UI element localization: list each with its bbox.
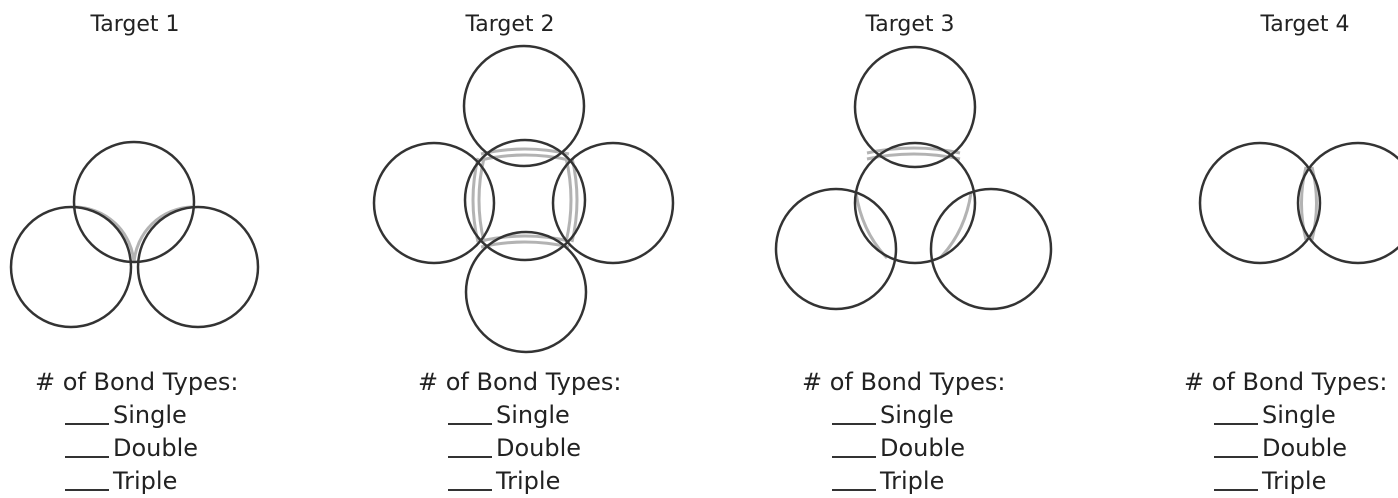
target-3-panel: Target 3 # of Bond Types: Single Double … xyxy=(760,0,1070,498)
answer-blank[interactable] xyxy=(832,489,876,491)
target-4-title: Target 4 xyxy=(1260,12,1350,37)
answer-blank[interactable] xyxy=(448,489,492,491)
bond-arc xyxy=(866,146,961,155)
double-row[interactable]: Double xyxy=(1184,432,1387,465)
atom-circle-center xyxy=(463,138,587,262)
answer-blank[interactable] xyxy=(65,423,109,425)
single-row[interactable]: Single xyxy=(418,399,621,432)
bond-type-label: Single xyxy=(1262,401,1336,429)
bond-types-label: # of Bond Types: xyxy=(35,368,239,396)
answer-blank[interactable] xyxy=(65,489,109,491)
bond-type-label: Triple xyxy=(1262,467,1327,495)
atom-circle-right xyxy=(551,141,675,265)
target-3-diagram xyxy=(774,45,1053,311)
bond-type-label: Triple xyxy=(113,467,178,495)
bond-type-label: Triple xyxy=(880,467,945,495)
double-row[interactable]: Double xyxy=(418,432,621,465)
target-4-panel: Target 4 # of Bond Types: Single Double … xyxy=(1180,0,1398,498)
target-2-panel: Target 2 # of Bond Types: Single Double … xyxy=(340,0,700,498)
atom-circle-right xyxy=(1296,141,1398,265)
target-1-title: Target 1 xyxy=(90,12,180,37)
triple-row[interactable]: Triple xyxy=(35,465,238,498)
atom-circle-bottom xyxy=(464,230,588,354)
double-row[interactable]: Double xyxy=(35,432,238,465)
answer-blank[interactable] xyxy=(1214,423,1258,425)
single-row[interactable]: Single xyxy=(1184,399,1387,432)
answer-blank[interactable] xyxy=(448,456,492,458)
atom-circle-left xyxy=(774,187,898,311)
answer-blank[interactable] xyxy=(1214,456,1258,458)
triple-row[interactable]: Triple xyxy=(418,465,621,498)
bond-arc xyxy=(480,153,570,162)
bond-type-label: Double xyxy=(880,434,966,462)
target-2-title: Target 2 xyxy=(465,12,555,37)
single-row[interactable]: Single xyxy=(35,399,238,432)
atom-circle-left xyxy=(9,205,133,329)
atom-circle-right xyxy=(136,205,260,329)
bond-arc xyxy=(938,192,973,260)
bond-type-label: Single xyxy=(496,401,570,429)
target-1-panel: Target 1 # of Bond Types: Single Double … xyxy=(0,0,270,498)
bond-type-label: Single xyxy=(880,401,954,429)
bond-types-label: # of Bond Types: xyxy=(418,368,622,396)
answer-blank[interactable] xyxy=(448,423,492,425)
triple-row[interactable]: Triple xyxy=(1184,465,1387,498)
single-row[interactable]: Single xyxy=(802,399,1005,432)
bond-type-label: Single xyxy=(113,401,187,429)
atom-circle-left xyxy=(372,141,496,265)
atom-circle-top xyxy=(853,45,977,169)
bond-types-label: # of Bond Types: xyxy=(1184,368,1388,396)
answer-blank[interactable] xyxy=(832,456,876,458)
target-1-bond-types: # of Bond Types: Single Double Triple xyxy=(35,366,238,498)
answer-blank[interactable] xyxy=(1214,489,1258,491)
atom-circle-right xyxy=(929,187,1053,311)
target-4-bond-types: # of Bond Types: Single Double Triple xyxy=(1184,366,1387,498)
target-4-diagram xyxy=(1198,141,1398,265)
target-3-bond-types: # of Bond Types: Single Double Triple xyxy=(802,366,1005,498)
bond-types-label: # of Bond Types: xyxy=(802,368,1006,396)
atom-circle-center xyxy=(853,141,977,265)
bond-type-label: Double xyxy=(496,434,582,462)
target-2-bond-types: # of Bond Types: Single Double Triple xyxy=(418,366,621,498)
answer-blank[interactable] xyxy=(832,423,876,425)
target-1-diagram xyxy=(9,140,260,329)
double-row[interactable]: Double xyxy=(802,432,1005,465)
atom-circle-top xyxy=(72,140,196,264)
bond-arc xyxy=(480,240,570,249)
bond-type-label: Double xyxy=(113,434,199,462)
bond-type-label: Double xyxy=(1262,434,1348,462)
bond-arc xyxy=(480,234,570,243)
atom-circle-top xyxy=(462,44,586,168)
target-2-diagram xyxy=(372,44,675,354)
answer-blank[interactable] xyxy=(65,456,109,458)
bond-arc xyxy=(564,157,573,243)
atom-circle-left xyxy=(1198,141,1322,265)
bond-type-label: Triple xyxy=(496,467,561,495)
target-3-title: Target 3 xyxy=(865,12,955,37)
triple-row[interactable]: Triple xyxy=(802,465,1005,498)
